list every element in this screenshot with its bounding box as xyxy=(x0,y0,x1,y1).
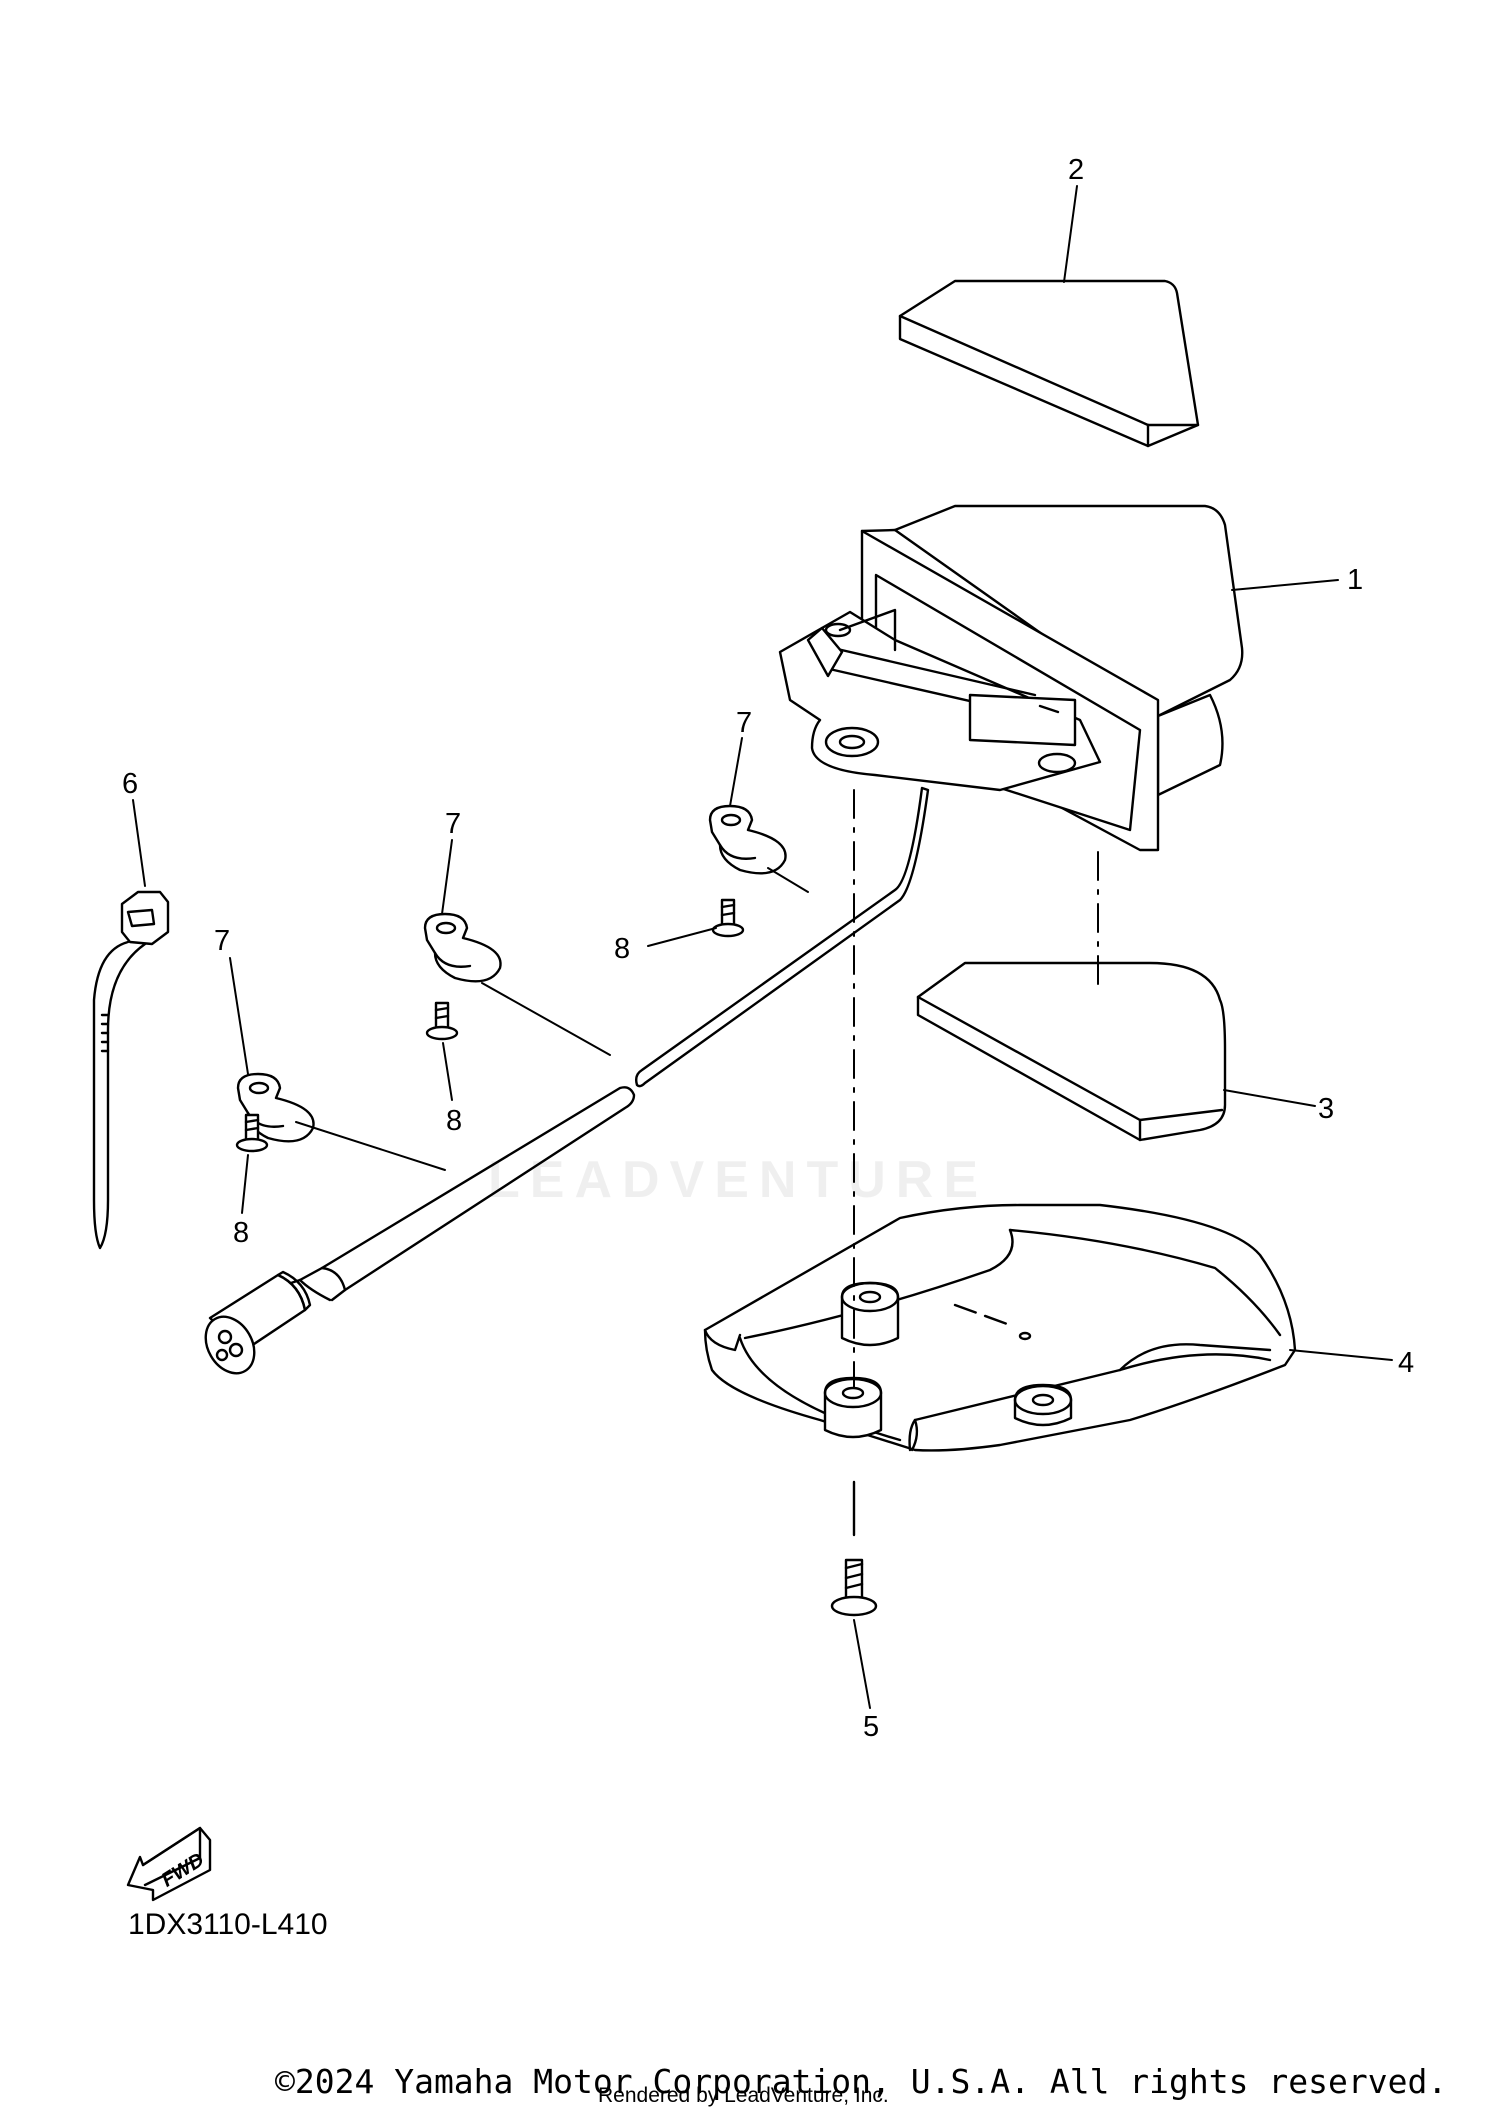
callout-8-left: 8 xyxy=(233,1217,249,1249)
callout-2: 2 xyxy=(1068,154,1084,186)
screw-8-left xyxy=(235,1113,269,1153)
part-2-lens-plate xyxy=(898,279,1200,448)
screw-8-right xyxy=(711,898,745,938)
callout-7-right: 7 xyxy=(736,707,752,739)
callout-7-middle: 7 xyxy=(445,808,461,840)
callout-8-middle: 8 xyxy=(446,1105,462,1137)
part-3-gasket xyxy=(916,961,1227,1142)
callout-7-left: 7 xyxy=(214,925,230,957)
watermark: LEADVENTURE xyxy=(488,1151,989,1209)
callout-5: 5 xyxy=(863,1711,879,1743)
rendered-by: Rendered by LeadVenture, Inc. xyxy=(598,2084,889,2107)
callout-8-right: 8 xyxy=(614,933,630,965)
assembly-lines xyxy=(295,789,1099,1389)
screw-8-middle xyxy=(425,1001,459,1041)
callout-3: 3 xyxy=(1318,1093,1334,1125)
part-1-taillight-unit xyxy=(778,504,1244,852)
part-4-base-housing xyxy=(703,1203,1297,1452)
copyright-notice: ©2024 Yamaha Motor Corporation, U.S.A. A… xyxy=(275,2062,1448,2101)
diagram-code: 1DX3110-L410 xyxy=(128,1908,328,1941)
leader-lines xyxy=(132,185,1393,1709)
part-5-screw xyxy=(830,1480,878,1617)
clamp-7-right xyxy=(708,804,787,875)
callout-4: 4 xyxy=(1398,1347,1414,1379)
fwd-arrow-icon xyxy=(126,1826,212,1902)
wire-harness xyxy=(204,786,930,1375)
clamp-7-middle xyxy=(423,912,502,983)
callout-numbers: 2 1 3 4 5 6 7 7 7 8 8 8 FWD xyxy=(122,154,1414,1892)
part-6-cable-tie xyxy=(92,890,170,1250)
callout-1: 1 xyxy=(1347,564,1363,596)
callout-6: 6 xyxy=(122,768,138,800)
